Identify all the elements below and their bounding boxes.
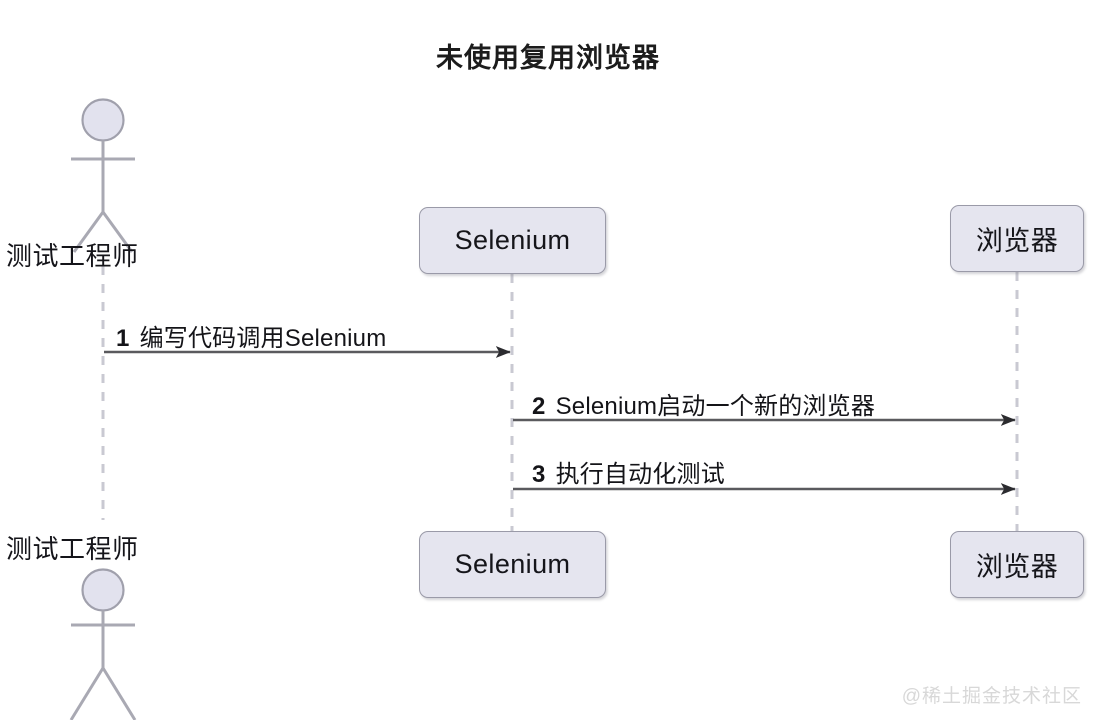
message-label-3: 3 执行自动化测试 (532, 454, 725, 489)
message-number-3: 3 (532, 461, 546, 488)
message-label-2: 2 Selenium启动一个新的浏览器 (532, 386, 875, 421)
participant-box-browser-bottom[interactable]: 浏览器 (950, 531, 1084, 598)
participant-box-selenium-bottom[interactable]: Selenium (419, 531, 606, 598)
message-text-3: 执行自动化测试 (555, 461, 725, 488)
message-text-2: Selenium启动一个新的浏览器 (555, 393, 876, 420)
message-number-1: 1 (116, 325, 130, 352)
participant-box-selenium-top[interactable]: Selenium (419, 207, 606, 274)
participant-box-browser-top[interactable]: 浏览器 (950, 205, 1084, 272)
actor-figure-top (71, 98, 135, 253)
actor-figure-bottom (69, 568, 137, 720)
message-text-1: 编写代码调用Selenium (139, 325, 387, 352)
message-label-1: 1 编写代码调用Selenium (116, 318, 386, 353)
participant-label-actor-bottom: 测试工程师 (6, 534, 139, 564)
message-number-2: 2 (532, 393, 546, 420)
participant-label-actor-top: 测试工程师 (6, 241, 139, 271)
